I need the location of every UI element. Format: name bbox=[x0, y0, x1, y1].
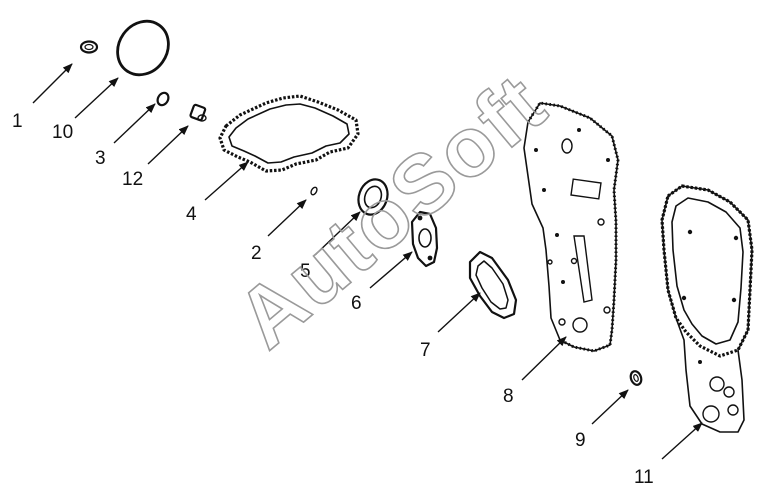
callout-8: 8 bbox=[503, 386, 514, 407]
part-9-o-ring bbox=[629, 370, 643, 386]
leader-12 bbox=[147, 125, 189, 165]
part-11-housing-gasket bbox=[660, 184, 754, 433]
callout-9: 9 bbox=[575, 430, 586, 451]
callout-10: 10 bbox=[52, 122, 73, 143]
callout-7: 7 bbox=[420, 340, 431, 361]
callout-6: 6 bbox=[351, 293, 362, 314]
leader-2 bbox=[267, 199, 307, 237]
part-8-cooler-plate bbox=[523, 101, 620, 353]
leader-3 bbox=[113, 103, 156, 144]
callout-12: 12 bbox=[122, 169, 143, 190]
leader-10 bbox=[74, 77, 119, 119]
watermark: AutoSoft bbox=[219, 56, 563, 366]
part-2-pin bbox=[310, 186, 318, 196]
callout-2: 2 bbox=[251, 243, 262, 264]
callout-3: 3 bbox=[95, 148, 106, 169]
part-12-fitting bbox=[189, 103, 207, 122]
callout-5: 5 bbox=[300, 261, 311, 282]
part-10-large-o-ring bbox=[116, 19, 170, 77]
leader-11 bbox=[661, 422, 703, 460]
leader-5 bbox=[314, 211, 361, 256]
part-5-washer bbox=[357, 178, 389, 216]
part-4-cover-gasket bbox=[218, 94, 360, 173]
part-1-small-seal bbox=[79, 40, 99, 54]
callout-4: 4 bbox=[186, 204, 197, 225]
callout-1: 1 bbox=[12, 111, 23, 132]
part-6-flange bbox=[410, 210, 439, 268]
leader-4 bbox=[204, 161, 249, 201]
part-3-small-ring bbox=[156, 91, 170, 107]
part-7-oval-gasket bbox=[468, 250, 518, 320]
leader-9 bbox=[591, 389, 629, 425]
leader-1 bbox=[32, 63, 73, 104]
leader-7 bbox=[437, 292, 481, 333]
callout-labels: 1 10 3 12 4 2 5 6 7 8 9 11 bbox=[12, 111, 654, 488]
leader-arrows bbox=[32, 63, 703, 460]
callout-11: 11 bbox=[634, 467, 654, 488]
leader-6 bbox=[369, 251, 413, 289]
leader-8 bbox=[521, 336, 567, 381]
